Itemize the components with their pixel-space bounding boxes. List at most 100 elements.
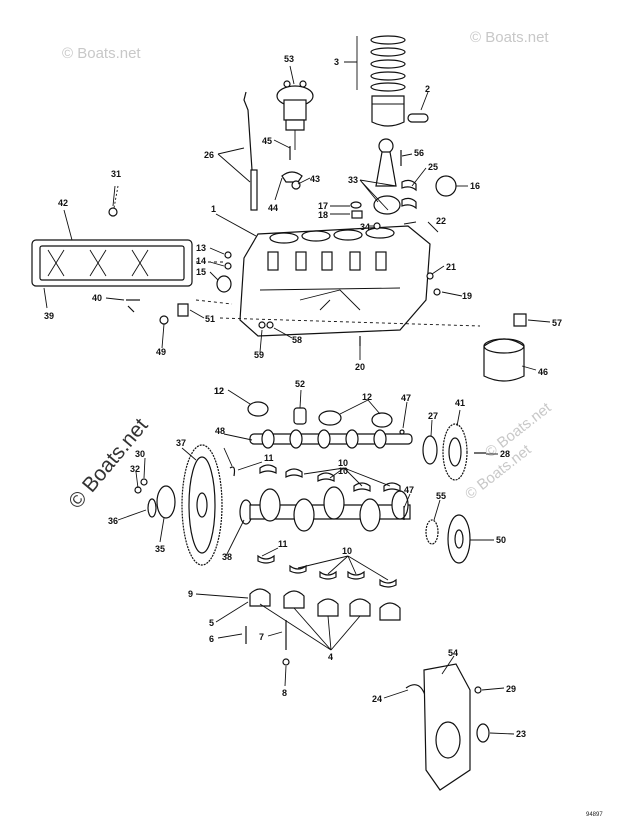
connecting-rod (373, 138, 401, 215)
part-label: 28 (500, 449, 510, 459)
part-label: 7 (259, 632, 264, 642)
part-label: 31 (111, 169, 121, 179)
main-bearing-cap (349, 598, 371, 617)
part-label: 49 (156, 347, 166, 357)
part-label: 48 (215, 426, 225, 436)
thrust-plate (422, 435, 438, 465)
part-label: 43 (310, 174, 320, 184)
part-label: 34 (360, 222, 370, 232)
plug-ball (435, 175, 457, 197)
cam-bearing (318, 410, 342, 426)
side-cover (31, 239, 193, 287)
part-label: 10 (342, 546, 352, 556)
washer (291, 180, 301, 190)
main-bearing (289, 564, 307, 574)
rod-bearing (401, 179, 417, 192)
watermark: © Boats.net (470, 29, 549, 46)
cam-bearing (247, 401, 269, 417)
part-label: 58 (292, 335, 302, 345)
piston (371, 95, 429, 127)
part-label: 17 (318, 201, 328, 211)
main-bearing-cap (317, 598, 339, 617)
part-label: 36 (108, 516, 118, 526)
plug (399, 429, 405, 435)
main-bearing-cap (379, 602, 401, 621)
part-label: 26 (204, 150, 214, 160)
cover-bolt (474, 686, 482, 694)
cylinder-block (239, 225, 431, 337)
part-label: 19 (462, 291, 472, 301)
part-label: 23 (516, 729, 526, 739)
main-bearing (379, 578, 397, 588)
timing-cover-gasket (405, 684, 427, 738)
dowel-pin (373, 222, 381, 230)
main-bearing (257, 554, 275, 564)
part-label: 8 (282, 688, 287, 698)
oil-seal (476, 723, 490, 743)
diagram-code: 94897 (586, 812, 603, 818)
part-label: 56 (414, 148, 424, 158)
part-label: 54 (448, 648, 458, 658)
main-bearing (317, 472, 335, 482)
part-label: 24 (372, 694, 382, 704)
part-label: 30 (135, 449, 145, 459)
part-label: 27 (428, 411, 438, 421)
part-label: 1 (211, 204, 216, 214)
part-label: 39 (44, 311, 54, 321)
part-label: 14 (196, 256, 206, 266)
part-label: 40 (92, 293, 102, 303)
plug (351, 210, 363, 219)
part-label: 33 (348, 175, 358, 185)
plug (433, 288, 441, 296)
part-label: 42 (58, 198, 68, 208)
part-label: 9 (188, 589, 193, 599)
part-label: 55 (436, 491, 446, 501)
part-label: 21 (446, 262, 456, 272)
plug (266, 321, 274, 329)
part-label: 13 (196, 243, 206, 253)
damper-pulley (447, 514, 471, 564)
distributor-clamp (281, 171, 303, 183)
camshaft (249, 429, 413, 449)
plug (224, 251, 232, 259)
part-label: 35 (155, 544, 165, 554)
crankshaft-gear (425, 519, 439, 545)
cam-bearing (371, 412, 393, 428)
plug (258, 321, 266, 329)
part-label: 52 (295, 379, 305, 389)
dipstick (243, 91, 258, 211)
fitting (159, 315, 169, 325)
cam-bearing (293, 407, 307, 425)
watermark: © Boats.net (62, 45, 141, 62)
main-bearing (285, 468, 303, 478)
plug (224, 262, 232, 270)
leader-lines (43, 36, 551, 735)
part-label: 47 (404, 485, 414, 495)
part-label: 5 (209, 618, 214, 628)
main-bearing (259, 464, 277, 474)
part-label: 53 (284, 54, 294, 64)
part-label: 57 (552, 318, 562, 328)
part-label: 46 (538, 367, 548, 377)
part-label: 59 (254, 350, 264, 360)
part-label: 10 (338, 466, 348, 476)
part-label: 15 (196, 267, 206, 277)
part-label: 22 (436, 216, 446, 226)
distributor (276, 80, 314, 150)
oil-filter-fitting (513, 313, 527, 327)
part-label: 12 (362, 392, 372, 402)
part-label: 11 (264, 453, 274, 463)
expansion-plug (216, 275, 232, 293)
part-label: 41 (455, 398, 465, 408)
part-label: 20 (355, 362, 365, 372)
part-label: 11 (278, 539, 288, 549)
main-bearing-cap (283, 590, 305, 609)
part-label: 32 (130, 464, 140, 474)
oil-pressure-fitting (177, 303, 189, 317)
flywheel (181, 444, 223, 566)
plug (350, 201, 362, 209)
part-label: 51 (205, 314, 215, 324)
flange (156, 485, 176, 519)
part-label: 4 (328, 652, 333, 662)
part-label: 16 (470, 181, 480, 191)
